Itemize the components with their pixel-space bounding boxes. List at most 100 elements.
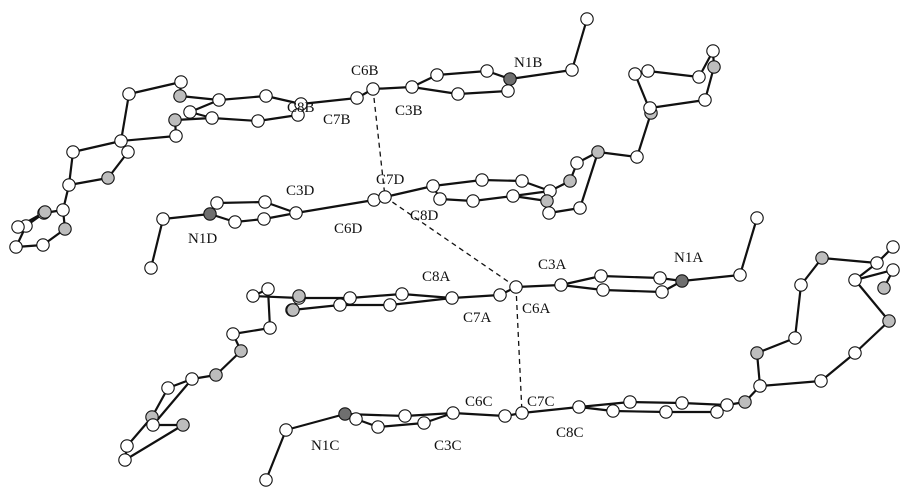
bond: [264, 428, 288, 482]
carbon-atom: [371, 420, 385, 434]
carbon-atom: [788, 331, 802, 345]
oxygen-atom: [173, 89, 187, 103]
bond: [819, 351, 857, 383]
carbon-atom: [698, 93, 712, 107]
bond: [648, 98, 707, 110]
carbon-atom: [641, 64, 655, 78]
carbon-atom: [36, 238, 50, 252]
carbon-atom: [291, 108, 305, 122]
bond: [383, 184, 435, 199]
carbon-atom: [733, 268, 747, 282]
bond: [680, 273, 742, 283]
carbon-atom: [257, 212, 271, 226]
label-c3b: C3B: [395, 103, 423, 119]
carbon-atom: [509, 280, 523, 294]
carbon-atom: [498, 409, 512, 423]
carbon-atom: [169, 129, 183, 143]
contact-dashed-line: [515, 286, 523, 414]
carbon-atom: [594, 269, 608, 283]
bond: [71, 139, 123, 154]
carbon-atom: [653, 271, 667, 285]
oxygen-atom: [58, 222, 72, 236]
oxygen-atom: [168, 113, 182, 127]
bond: [559, 283, 605, 292]
carbon-atom: [349, 412, 363, 426]
carbon-atom: [466, 194, 480, 208]
bond: [403, 411, 455, 418]
carbon-atom: [430, 68, 444, 82]
carbon-atom: [580, 12, 594, 26]
bond: [348, 292, 404, 300]
carbon-atom: [174, 75, 188, 89]
carbon-atom: [596, 283, 610, 297]
carbon-atom: [383, 298, 397, 312]
bond: [284, 412, 347, 432]
bond: [450, 293, 502, 300]
oxygen-atom: [292, 289, 306, 303]
contact-layer: [372, 88, 523, 414]
label-c8a: C8A: [422, 269, 451, 285]
label-c3c: C3C: [434, 438, 462, 454]
label-c6c: C6C: [465, 394, 493, 410]
carbon-atom: [445, 291, 459, 305]
bond: [119, 92, 131, 143]
carbon-atom: [493, 288, 507, 302]
carbon-atom: [659, 405, 673, 419]
carbon-atom: [655, 285, 669, 299]
carbon-atom: [395, 287, 409, 301]
carbon-atom: [398, 409, 412, 423]
contact-dashed-line: [384, 196, 517, 288]
nitrogen-atom: [203, 207, 217, 221]
carbon-atom: [572, 400, 586, 414]
bond: [570, 17, 589, 72]
bond: [853, 319, 891, 355]
carbon-atom: [848, 346, 862, 360]
carbon-atom: [794, 278, 808, 292]
oxygen-atom: [38, 205, 52, 219]
label-layer: C8B C6B C7B C3B N1B C3D C7D N1D C6D C8D …: [188, 55, 703, 454]
carbon-atom: [289, 206, 303, 220]
bond: [514, 283, 563, 289]
carbon-atom: [515, 406, 529, 420]
carbon-atom: [433, 192, 447, 206]
bond: [456, 89, 510, 96]
label-n1c: N1C: [311, 438, 339, 454]
contact-dashed-line: [372, 88, 386, 198]
label-c8c: C8C: [556, 425, 584, 441]
carbon-atom: [120, 439, 134, 453]
bond: [628, 400, 684, 405]
bond: [577, 400, 632, 409]
carbon-atom: [623, 395, 637, 409]
carbon-atom: [56, 203, 70, 217]
carbon-atom: [870, 256, 884, 270]
carbon-atom: [565, 63, 579, 77]
carbon-atom: [378, 190, 392, 204]
bond: [758, 379, 823, 388]
bond: [119, 134, 178, 143]
bond: [738, 216, 759, 277]
carbon-atom: [121, 145, 135, 159]
bond: [820, 256, 879, 265]
carbon-atom: [692, 70, 706, 84]
bond: [755, 336, 797, 355]
carbon-atom: [118, 453, 132, 467]
bond: [578, 150, 600, 210]
carbon-atom: [228, 215, 242, 229]
carbon-atom: [506, 189, 520, 203]
nitrogen-atom: [675, 274, 689, 288]
label-n1a: N1A: [674, 250, 703, 266]
carbon-atom: [753, 379, 767, 393]
carbon-atom: [814, 374, 828, 388]
carbon-atom: [144, 261, 158, 275]
bond: [599, 274, 662, 280]
carbon-atom: [628, 67, 642, 81]
carbon-atom: [333, 298, 347, 312]
label-c7d: C7D: [376, 172, 405, 188]
carbon-atom: [263, 321, 277, 335]
bond: [290, 303, 342, 312]
bond: [520, 405, 581, 415]
carbon-atom: [183, 105, 197, 119]
carbon-atom: [185, 372, 199, 386]
carbon-atom: [156, 212, 170, 226]
